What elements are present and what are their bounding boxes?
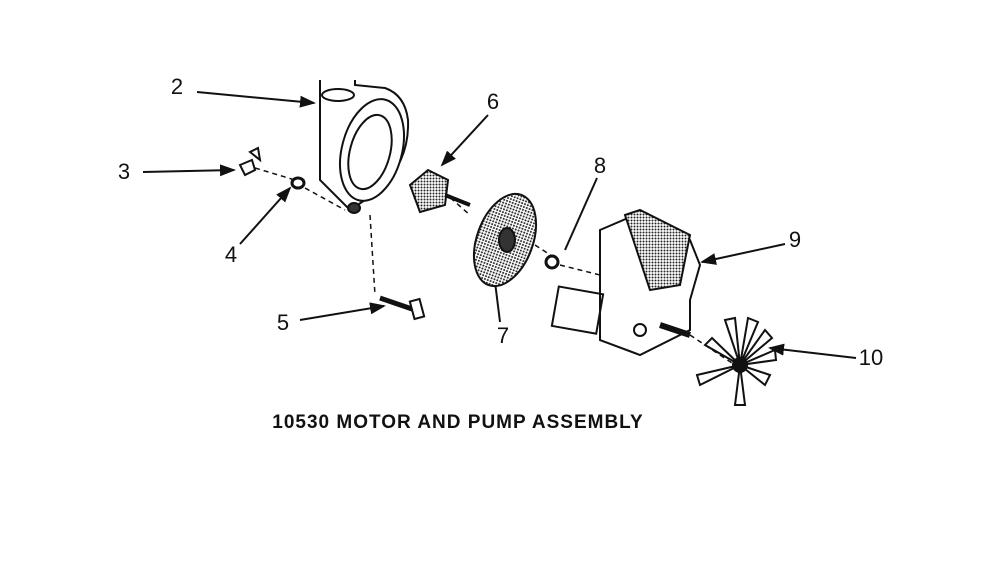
bolt — [379, 295, 426, 321]
callout-8: 8 — [593, 153, 607, 178]
callout-6: 6 — [486, 89, 500, 114]
impeller — [408, 168, 471, 214]
fan-blade — [695, 316, 778, 406]
callout-10: 10 — [858, 345, 884, 370]
callout-7: 7 — [496, 323, 510, 348]
callout-9: 9 — [788, 227, 802, 252]
pump-housing — [319, 80, 410, 214]
washer — [290, 176, 306, 190]
small-washer — [544, 254, 560, 270]
callout-4: 4 — [224, 242, 238, 267]
callout-3: 3 — [117, 159, 131, 184]
callout-2: 2 — [170, 74, 184, 99]
leader-8 — [564, 177, 598, 251]
seal-disc — [472, 192, 538, 288]
diagram-title: 10530 MOTOR AND PUMP ASSEMBLY — [272, 412, 644, 433]
leader-5 — [299, 302, 386, 321]
leader-3 — [142, 164, 236, 177]
leader-6 — [440, 114, 489, 167]
leader-9 — [700, 243, 786, 265]
wing-nut — [238, 146, 262, 177]
leader-2 — [196, 91, 316, 108]
callout-5: 5 — [276, 310, 290, 335]
leader-4 — [239, 186, 292, 245]
leader-7 — [494, 281, 501, 323]
motor — [550, 208, 702, 357]
leader-10 — [768, 343, 857, 359]
